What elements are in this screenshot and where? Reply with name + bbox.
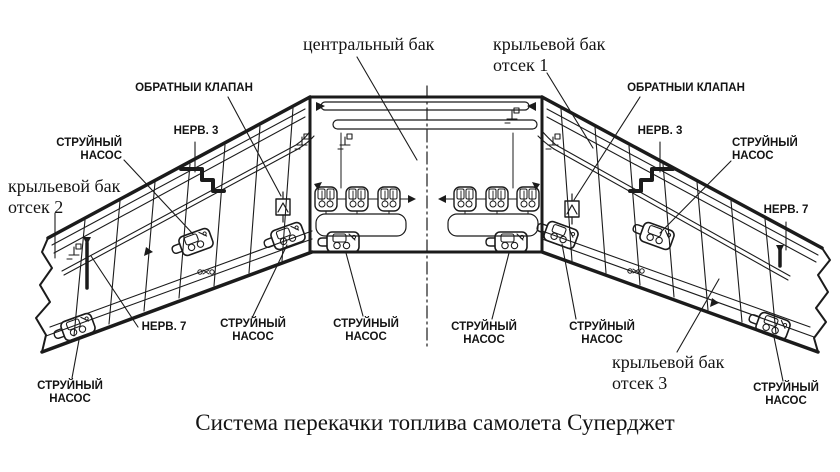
label-wing-tank-bay1-line1: крыльевой бак bbox=[493, 34, 606, 54]
jet-pump-label-line1: СТРУЙНЫЙ bbox=[37, 380, 103, 392]
jet-pump-label-line2: НАСОС bbox=[80, 150, 122, 162]
label-central-tank: центральный бак bbox=[303, 34, 435, 54]
label-check-valve-right: ОБРАТНЫИ КЛАПАН bbox=[627, 82, 745, 94]
label-wing-tank-bay3: крыльевой бак отсек 3 bbox=[612, 352, 724, 394]
label-rib3-left: НЕРВ. 3 bbox=[173, 125, 219, 137]
jet-pump-label-line1: СТРУЙНЫЙ bbox=[220, 318, 286, 330]
label-jet-pump-upper-left: СТРУЙНЫЙ НАСОС bbox=[38, 137, 122, 163]
jet-pump-label-line1: СТРУЙНЫЙ bbox=[451, 321, 517, 333]
jet-pump-label-line2: НАСОС bbox=[463, 334, 505, 346]
jet-pump-label-line1: СТРУЙНЫЙ bbox=[569, 321, 635, 333]
label-wing-tank-bay2-line1: крыльевой бак bbox=[8, 176, 121, 196]
label-rib3-right: НЕРВ. 3 bbox=[637, 125, 683, 137]
central-tank-structure bbox=[66, 85, 645, 348]
jet-pump-label-line1: СТРУЙНЫЙ bbox=[56, 137, 122, 149]
label-wing-tank-bay3-line1: крыльевой бак bbox=[612, 352, 725, 372]
jet-pump-label-line1: СТРУЙНЫЙ bbox=[732, 137, 798, 149]
leader-lines bbox=[54, 56, 787, 382]
label-jet-pump-far-left: СТРУЙНЫЙ НАСОС bbox=[28, 380, 112, 406]
label-jet-pump-upper-right: СТРУЙНЫЙ НАСОС bbox=[732, 137, 816, 163]
label-rib7-right: НЕРВ. 7 bbox=[763, 204, 809, 216]
label-check-valve-left: ОБРАТНЫИ КЛАПАН bbox=[135, 82, 253, 94]
jet-pump-label-line2: НАСОС bbox=[765, 395, 807, 407]
jet-pump-label-line1: СТРУЙНЫЙ bbox=[333, 318, 399, 330]
jet-pump-label-line2: НАСОС bbox=[732, 150, 774, 162]
label-wing-tank-bay2-line2: отсек 2 bbox=[8, 197, 64, 217]
label-rib7-left: НЕРВ. 7 bbox=[141, 321, 187, 333]
right-wing-structure bbox=[537, 95, 831, 354]
label-jet-pump-4: СТРУЙНЫЙ НАСОС bbox=[324, 318, 408, 344]
jet-pump-label-line2: НАСОС bbox=[232, 331, 274, 343]
label-jet-pump-5: СТРУЙНЫЙ НАСОС bbox=[442, 321, 526, 347]
jet-pump-label-line1: СТРУЙНЫЙ bbox=[753, 382, 819, 394]
label-jet-pump-6: СТРУЙНЫЙ НАСОС bbox=[560, 321, 644, 347]
label-wing-tank-bay2: крыльевой бак отсек 2 bbox=[8, 176, 120, 218]
label-wing-tank-bay1-line2: отсек 1 bbox=[493, 55, 549, 75]
label-wing-tank-bay1: крыльевой бак отсек 1 bbox=[493, 34, 605, 76]
label-jet-pump-far-right: СТРУЙНЫЙ НАСОС bbox=[744, 382, 828, 408]
jet-pump-label-line2: НАСОС bbox=[345, 331, 387, 343]
label-wing-tank-bay3-line2: отсек 3 bbox=[612, 373, 668, 393]
jet-pump-label-line2: НАСОС bbox=[581, 334, 623, 346]
jet-pump-label-line2: НАСОС bbox=[49, 393, 91, 405]
diagram-caption: Система перекачки топлива самолета Супер… bbox=[195, 410, 675, 435]
label-jet-pump-3: СТРУЙНЫЙ НАСОС bbox=[211, 318, 295, 344]
